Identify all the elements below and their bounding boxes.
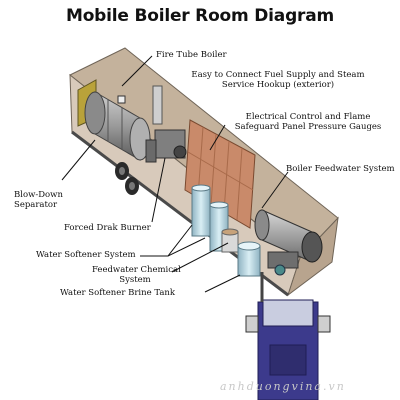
feedwater-chemical-system [221, 228, 239, 253]
watermark: anhduongvina.vn [220, 380, 346, 393]
leader-blow-down [61, 139, 96, 181]
label-fire-tube-boiler: Fire Tube Boiler [156, 50, 227, 60]
label-softener-system: Water Softener System [36, 250, 136, 260]
label-chemical-system: Feedwater Chemical System [92, 265, 181, 285]
fire-tube-boiler [84, 85, 163, 161]
leader-fire-tube-boiler [121, 55, 153, 87]
truck-windshield [262, 299, 314, 327]
truck-cab [245, 272, 331, 400]
control-panel [184, 119, 256, 229]
leader-burner [151, 157, 166, 223]
brine-tank [237, 241, 261, 277]
softener-tank [191, 187, 211, 237]
label-burner: Forced Drak Burner [64, 223, 151, 233]
label-blow-down-separator: Blow-Down Separator [14, 190, 63, 210]
label-fuel-hookup: Easy to Connect Fuel Supply and Steam Se… [191, 70, 365, 90]
page-title: Mobile Boiler Room Diagram [65, 6, 335, 26]
leader-chemical [171, 242, 229, 273]
truck-mirror [317, 315, 331, 333]
boiler-feedwater-system [254, 209, 323, 276]
leader-lines [61, 55, 289, 293]
label-feedwater-system: Boiler Feedwater System [286, 164, 395, 174]
leader-control-panel [209, 124, 226, 151]
label-control-panel: Electrical Control and Flame Safeguard P… [234, 112, 382, 132]
leader-feedwater [261, 171, 289, 209]
label-brine-tank: Water Softener Brine Tank [60, 288, 176, 298]
boiler-stack [152, 85, 163, 125]
leader-brine [204, 274, 241, 293]
truck-mirror [245, 315, 259, 333]
forced-draft-burner [145, 129, 187, 163]
trailer-wheels [115, 162, 139, 195]
